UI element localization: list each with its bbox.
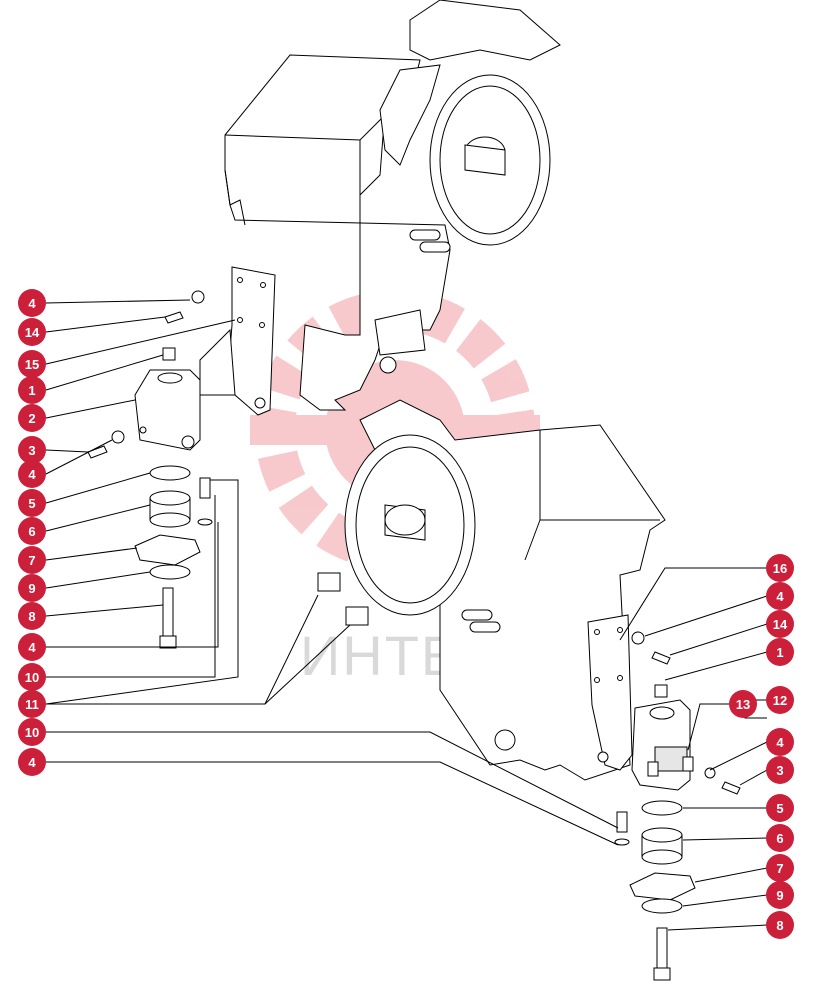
callout-badge: 4 <box>18 460 46 488</box>
left-bolt-washer-top <box>87 290 205 459</box>
callout-badge: 9 <box>18 574 46 602</box>
callout-badge: 4 <box>18 748 46 776</box>
callout-label: 7 <box>776 861 783 876</box>
callout-label: 5 <box>28 496 35 511</box>
right-rubber-stack <box>614 800 696 981</box>
callout-badge: 4 <box>766 582 794 610</box>
callout-label: 4 <box>28 755 36 770</box>
callout-label: 4 <box>776 589 784 604</box>
callout-badge: 5 <box>766 794 794 822</box>
callout-label: 2 <box>28 411 35 426</box>
callout-badge: 12 <box>766 686 794 714</box>
callout-label: 7 <box>28 553 35 568</box>
callout-label: 1 <box>776 645 783 660</box>
callout-label: 11 <box>25 697 39 712</box>
callout-badge: 16 <box>766 554 794 582</box>
callout-label: 6 <box>28 524 35 539</box>
left-callouts: 4 14 15 1 2 3 4 5 6 7 9 8 4 10 11 10 4 <box>18 289 46 776</box>
left-mount-bracket <box>134 347 201 451</box>
callout-badge: 4 <box>18 633 46 661</box>
callout-label: 4 <box>776 735 784 750</box>
callout-label: 5 <box>776 801 783 816</box>
callout-label: 15 <box>25 357 39 372</box>
callout-label: 4 <box>28 467 36 482</box>
leader-lines <box>45 299 768 931</box>
callout-badge: 13 <box>729 690 757 718</box>
callout-badge: 4 <box>18 289 46 317</box>
callout-badge: 15 <box>18 350 46 378</box>
right-mount-plate <box>587 614 633 771</box>
callout-label: 3 <box>776 763 783 778</box>
callout-badge: 6 <box>766 824 794 852</box>
callout-badge: 7 <box>18 546 46 574</box>
callout-badge: 1 <box>766 638 794 666</box>
callout-label: 8 <box>776 918 783 933</box>
callout-badge: 3 <box>766 756 794 784</box>
callout-label: 9 <box>776 888 783 903</box>
callout-badge: 1 <box>18 376 46 404</box>
callout-badge: 6 <box>18 517 46 545</box>
callout-label: 9 <box>28 581 35 596</box>
right-callouts: 16 4 14 1 13 12 4 3 5 6 7 9 8 <box>729 554 794 939</box>
callout-label: 3 <box>28 443 35 458</box>
callout-badge: 14 <box>18 318 46 346</box>
callout-badge: 8 <box>766 911 794 939</box>
callout-badge: 10 <box>18 663 46 691</box>
callout-label: 14 <box>25 325 40 340</box>
left-mount-plate <box>199 266 276 416</box>
left-rubber-stack <box>134 465 213 649</box>
upper-transmission-housing <box>224 0 561 411</box>
callout-badge: 5 <box>18 489 46 517</box>
callout-label: 13 <box>736 697 750 712</box>
callout-label: 10 <box>25 670 39 685</box>
callout-badge: 14 <box>766 610 794 638</box>
callout-label: 4 <box>28 296 36 311</box>
callout-badge: 8 <box>18 602 46 630</box>
right-mount-bracket <box>631 684 694 791</box>
callout-badge: 2 <box>18 404 46 432</box>
callout-label: 6 <box>776 831 783 846</box>
callout-label: 12 <box>773 693 787 708</box>
callout-badge: 4 <box>766 728 794 756</box>
callout-badge: 10 <box>18 718 46 746</box>
callout-label: 14 <box>773 617 788 632</box>
sensor-blocks <box>317 572 369 626</box>
callout-badge: 3 <box>18 436 46 464</box>
right-bolt-washer <box>631 631 741 795</box>
callout-badge: 9 <box>766 881 794 909</box>
callout-label: 4 <box>28 640 36 655</box>
callout-badge: 11 <box>18 690 46 718</box>
callout-label: 1 <box>28 383 35 398</box>
callout-badge: 7 <box>766 854 794 882</box>
callout-label: 8 <box>28 609 35 624</box>
callout-label: 16 <box>773 561 787 576</box>
callout-label: 10 <box>25 725 39 740</box>
